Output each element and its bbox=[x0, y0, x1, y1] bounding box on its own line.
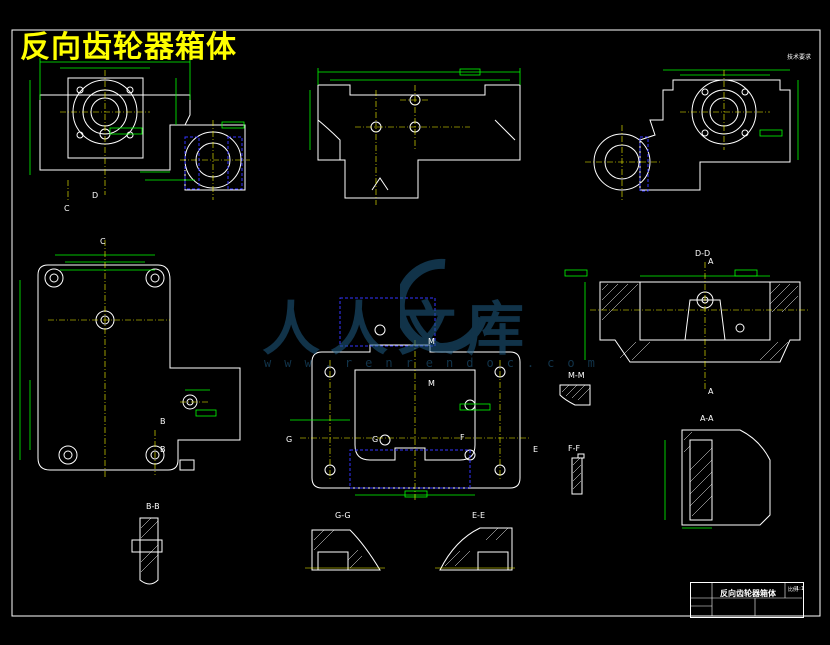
view-section-ee-hatch bbox=[444, 527, 509, 567]
view-top-right-dims bbox=[663, 69, 799, 160]
view-plan-center bbox=[311, 324, 521, 489]
label-m2: M bbox=[428, 379, 435, 388]
label-e1: E bbox=[533, 445, 539, 454]
view-section-aa-hatch bbox=[683, 431, 713, 517]
view-section-gg bbox=[311, 529, 381, 571]
drawing-border bbox=[11, 29, 821, 617]
view-section-ff-hatch bbox=[572, 457, 582, 490]
view-section-aa-dims bbox=[664, 440, 712, 529]
title-block-scale-value: 1:1 bbox=[796, 586, 805, 592]
view-top-middle-dims bbox=[309, 68, 521, 150]
label-b2: B bbox=[160, 445, 166, 454]
view-section-ff bbox=[571, 453, 585, 495]
label-b1: B bbox=[160, 417, 166, 426]
view-plan-left bbox=[37, 264, 241, 471]
view-top-left-centers bbox=[60, 70, 250, 200]
view-top-right-hidden bbox=[639, 136, 649, 192]
label-m-m: M-M bbox=[568, 371, 585, 380]
watermark: 人人文库 www.renrendoc.com bbox=[262, 258, 595, 378]
view-section-mm-hatch bbox=[561, 384, 591, 401]
view-section-gg-hatch bbox=[313, 529, 363, 569]
label-g1: G bbox=[286, 435, 293, 444]
label-c-top: C bbox=[64, 204, 70, 213]
label-e-e: E-E bbox=[472, 511, 485, 520]
view-section-ee bbox=[439, 527, 513, 571]
view-section-bb bbox=[131, 517, 163, 585]
view-plan-center-hidden bbox=[339, 297, 471, 489]
watermark-logo-icon bbox=[400, 258, 487, 353]
watermark-text: 人人文库 bbox=[262, 295, 535, 363]
view-top-right-centers bbox=[585, 70, 770, 200]
label-g2: G bbox=[372, 435, 379, 444]
label-g-g: G-G bbox=[335, 511, 351, 520]
label-a-marker: A bbox=[708, 257, 714, 266]
view-plan-center-centers bbox=[300, 340, 530, 500]
label-tech-note: 技术要求 bbox=[787, 54, 812, 61]
view-top-left bbox=[39, 77, 246, 191]
view-top-middle bbox=[317, 84, 521, 199]
title-block bbox=[690, 582, 804, 618]
label-c-plan: C bbox=[100, 237, 106, 246]
view-top-middle-centers bbox=[355, 85, 470, 205]
view-section-mm bbox=[559, 384, 591, 406]
label-f1: F bbox=[460, 433, 465, 442]
title-block-name: 反向齿轮器箱体 bbox=[720, 589, 776, 598]
drawing-title: 反向齿轮器箱体 bbox=[20, 30, 237, 65]
label-b-b: B-B bbox=[146, 502, 160, 511]
label-d-d: D-D bbox=[695, 249, 711, 258]
view-section-bb-hatch bbox=[140, 517, 159, 573]
view-plan-left-centers bbox=[48, 240, 210, 478]
view-section-dd-centers bbox=[590, 262, 810, 390]
label-m1: M bbox=[428, 337, 435, 346]
view-section-dd-hatch bbox=[601, 283, 799, 361]
label-d-top: D bbox=[92, 191, 99, 200]
label-a-a: A-A bbox=[700, 414, 714, 423]
view-section-aa bbox=[681, 429, 771, 526]
label-a-marker-bottom: A bbox=[708, 387, 714, 396]
view-top-left-dims bbox=[29, 58, 245, 181]
view-top-left-hidden bbox=[184, 136, 243, 190]
view-section-dd-dims bbox=[564, 269, 770, 360]
label-f-f: F-F bbox=[568, 444, 581, 453]
title-block-lines bbox=[690, 582, 802, 616]
title-block-scale-label: 比例 bbox=[788, 587, 799, 593]
watermark-url: www.renrendoc.com bbox=[264, 356, 608, 370]
view-top-right bbox=[593, 79, 791, 191]
